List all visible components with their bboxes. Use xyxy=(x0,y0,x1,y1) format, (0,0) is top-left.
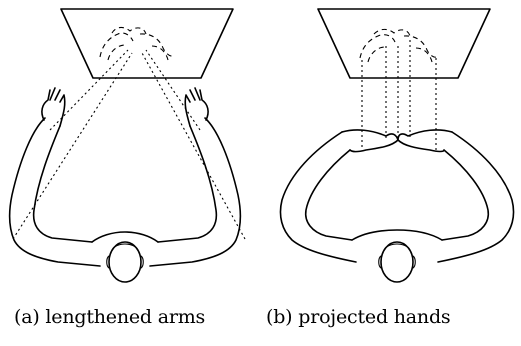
panel-b-virtual-hands xyxy=(360,29,438,62)
panel-a-sight-line-left xyxy=(13,53,132,239)
panel-a-ears xyxy=(107,256,144,268)
panel-a-virtual-hands xyxy=(100,27,174,60)
panel-a-sight-line-right xyxy=(142,53,245,239)
panel-b-left-arm-inner xyxy=(306,150,352,240)
panel-b-left-hand xyxy=(342,130,398,152)
panel-a-display-surface xyxy=(61,9,233,78)
caption-panel-a: (a) lengthened arms xyxy=(14,306,205,328)
panel-a-right-hand xyxy=(185,88,208,126)
panel-b-ears xyxy=(379,256,416,268)
panel-b-right-arm xyxy=(438,132,514,262)
panel-b-right-arm-inner xyxy=(442,150,488,240)
panel-b-display-surface xyxy=(318,9,490,78)
panel-a-arm-line-right xyxy=(146,50,200,130)
panel-a-left-arm-inner xyxy=(34,126,92,242)
panel-b-left-arm xyxy=(280,132,356,262)
panel-a-lengthened-arms xyxy=(10,9,245,282)
panel-a-shoulders xyxy=(92,232,158,242)
panel-b-shoulders xyxy=(352,230,442,240)
panel-a-left-hand xyxy=(42,88,65,126)
caption-panel-b: (b) projected hands xyxy=(266,306,450,328)
panel-b-projected-hands xyxy=(280,9,513,282)
panel-b-right-hand xyxy=(398,130,452,152)
panel-a-right-arm-inner xyxy=(158,126,216,242)
